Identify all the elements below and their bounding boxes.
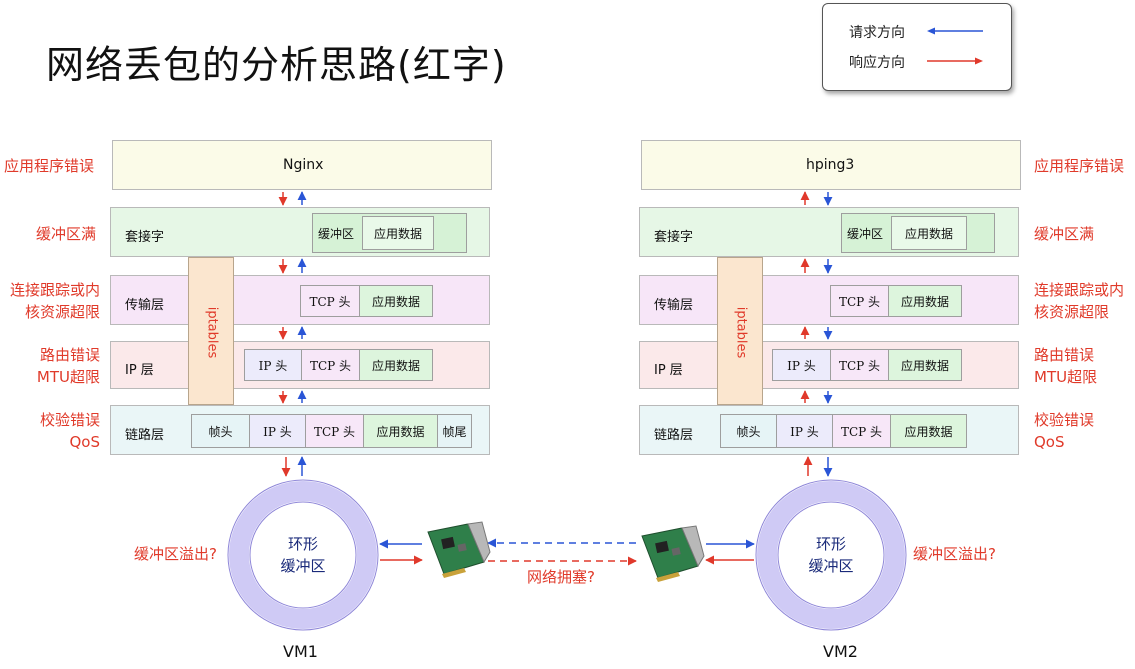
vm1-transport-label: 传输层 bbox=[125, 298, 165, 313]
vm1-link-tcp-head: TCP 头 bbox=[305, 414, 364, 448]
vm1-ip-label: IP 层 bbox=[125, 363, 154, 378]
vm2-ip-label: IP 层 bbox=[654, 363, 683, 378]
vm1-note-checksum-line2: QoS bbox=[69, 433, 100, 451]
legend-response-label: 响应方向 bbox=[849, 55, 905, 71]
vm1-note-conntrack-line1: 连接跟踪或内 bbox=[9, 281, 100, 299]
vm1-note-buffer-full: 缓冲区满 bbox=[36, 225, 97, 243]
vm1-ip-layer: IP 层 IP 头 TCP 头 应用数据 bbox=[110, 341, 490, 389]
vm1-socket-layer: 套接字 缓冲区 应用数据 bbox=[110, 207, 490, 257]
vm1-response-arrows bbox=[278, 192, 291, 477]
vm2-socket-app-data: 应用数据 bbox=[891, 216, 967, 250]
vm1-ip-app-data: 应用数据 bbox=[359, 349, 433, 381]
vm2-trans-app-data: 应用数据 bbox=[888, 285, 962, 317]
vm2-link-frame-head: 帧头 bbox=[720, 414, 777, 448]
vm2-note-app-error: 应用程序错误 bbox=[1034, 157, 1125, 175]
vm1-note-checksum: 校验错误 QoS bbox=[20, 409, 100, 453]
vm1-iptables: iptables bbox=[188, 257, 234, 405]
vm2-transport-label: 传输层 bbox=[654, 298, 694, 313]
vm1-trans-tcp-head: TCP 头 bbox=[300, 285, 360, 317]
vm2-note-routing: 路由错误 MTU超限 bbox=[1034, 344, 1097, 388]
vm2-ring-label-line1: 环形 bbox=[815, 535, 846, 553]
vm2-ring-label-line2: 缓冲区 bbox=[808, 557, 854, 575]
vm2-link-label: 链路层 bbox=[654, 428, 694, 443]
vm1-ring-label-line1: 环形 bbox=[287, 535, 318, 553]
vm2-note-buffer-full: 缓冲区满 bbox=[1034, 225, 1095, 243]
vm1-ring-outline bbox=[227, 479, 379, 631]
vm1-note-routing-line1: 路由错误 bbox=[39, 346, 100, 364]
vm1-socket-label: 套接字 bbox=[125, 230, 165, 245]
vm1-note-conntrack-line2: 核资源超限 bbox=[24, 303, 100, 321]
vm2-link-app-data: 应用数据 bbox=[890, 414, 967, 448]
vm1-ring-inner bbox=[249, 501, 357, 609]
vm2-note-routing-line1: 路由错误 bbox=[1034, 346, 1095, 364]
page-title: 网络丢包的分析思路(红字) bbox=[46, 43, 507, 87]
vm1-name: VM1 bbox=[283, 642, 318, 661]
vm1-note-routing: 路由错误 MTU超限 bbox=[20, 344, 100, 388]
vm2-name: VM2 bbox=[823, 642, 858, 661]
vm2-note-conntrack-line1: 连接跟踪或内 bbox=[1034, 281, 1125, 299]
legend: 请求方向 响应方向 bbox=[822, 3, 1012, 91]
legend-arrows bbox=[927, 27, 983, 65]
vm1-ip-ip-head: IP 头 bbox=[244, 349, 302, 381]
vm2-note-conntrack: 连接跟踪或内 核资源超限 bbox=[1034, 279, 1124, 323]
vm2-app-name: hping3 bbox=[806, 157, 855, 173]
vm2-app-layer: hping3 bbox=[641, 140, 1021, 190]
vm2-ip-layer: IP 层 IP 头 TCP 头 应用数据 bbox=[639, 341, 1019, 389]
vm2-ring-label: 环形 缓冲区 bbox=[791, 533, 871, 577]
vm1-note-app-error: 应用程序错误 bbox=[4, 157, 95, 175]
network-congestion-note: 网络拥塞? bbox=[527, 568, 595, 586]
vm2-ring-outline bbox=[755, 479, 907, 631]
vm2-note-routing-line2: MTU超限 bbox=[1034, 368, 1098, 386]
vm2-note-conntrack-line2: 核资源超限 bbox=[1034, 303, 1110, 321]
vm2-ring-inner bbox=[777, 501, 885, 609]
vm1-link-ip-head: IP 头 bbox=[249, 414, 306, 448]
vm2-link-layer: 链路层 帧头 IP 头 TCP 头 应用数据 bbox=[639, 405, 1019, 455]
vm2-ip-app-data: 应用数据 bbox=[888, 349, 962, 381]
vm2-ip-tcp-head: TCP 头 bbox=[830, 349, 889, 381]
vm1-link-frame-head: 帧头 bbox=[191, 414, 250, 448]
vm1-note-checksum-line1: 校验错误 bbox=[39, 411, 100, 429]
vm2-buffer-label: 缓冲区 bbox=[847, 226, 884, 241]
vm1-app-layer: Nginx bbox=[112, 140, 492, 190]
vm2-note-checksum-line2: QoS bbox=[1034, 433, 1065, 451]
vm1-link-app-data: 应用数据 bbox=[363, 414, 438, 448]
vm1-ring-label: 环形 缓冲区 bbox=[263, 533, 343, 577]
vm1-app-name: Nginx bbox=[283, 157, 324, 173]
vm1-ip-tcp-head: TCP 头 bbox=[301, 349, 360, 381]
vm2-link-tcp-head: TCP 头 bbox=[832, 414, 891, 448]
vm1-link-label: 链路层 bbox=[125, 428, 165, 443]
vm1-trans-app-data: 应用数据 bbox=[359, 285, 433, 317]
vm1-transport-layer: 传输层 TCP 头 应用数据 bbox=[110, 275, 490, 325]
vm1-note-routing-line2: MTU超限 bbox=[36, 368, 100, 386]
legend-request-label: 请求方向 bbox=[849, 25, 905, 41]
vm2-socket-label: 套接字 bbox=[654, 230, 694, 245]
vm2-note-checksum: 校验错误 QoS bbox=[1034, 409, 1094, 453]
vm1-ring-label-line2: 缓冲区 bbox=[280, 557, 326, 575]
vm1-note-conntrack: 连接跟踪或内 核资源超限 bbox=[4, 279, 100, 323]
vm2-ring-buffer bbox=[757, 481, 905, 629]
vm1-link-layer: 链路层 帧头 IP 头 TCP 头 应用数据 帧尾 bbox=[110, 405, 490, 455]
vm2-note-checksum-line1: 校验错误 bbox=[1034, 411, 1095, 429]
vm2-ip-ip-head: IP 头 bbox=[772, 349, 831, 381]
vm2-nic-icon bbox=[641, 525, 705, 582]
vm2-response-arrows bbox=[800, 191, 813, 476]
vm1-nic-icon bbox=[427, 521, 491, 578]
vm2-iptables: iptables bbox=[717, 257, 763, 405]
vm1-link-frame-tail: 帧尾 bbox=[437, 414, 472, 448]
vm1-buffer-label: 缓冲区 bbox=[318, 226, 355, 241]
vm2-note-overflow: 缓冲区溢出? bbox=[913, 545, 996, 563]
vm2-transport-layer: 传输层 TCP 头 应用数据 bbox=[639, 275, 1019, 325]
vm1-note-overflow: 缓冲区溢出? bbox=[134, 545, 217, 563]
vm2-socket-layer: 套接字 缓冲区 应用数据 bbox=[639, 207, 1019, 257]
vm1-ring-buffer bbox=[229, 481, 377, 629]
vm1-socket-app-data: 应用数据 bbox=[362, 216, 434, 250]
